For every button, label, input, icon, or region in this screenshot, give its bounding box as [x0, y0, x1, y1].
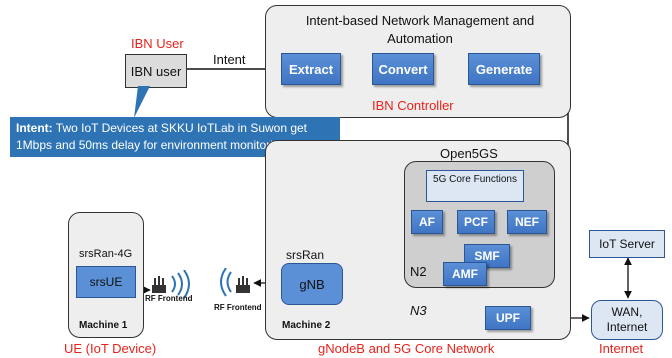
iot-server-box: IoT Server [589, 230, 665, 258]
machine1-title: srsRan-4G [79, 248, 133, 260]
core-functions-box: 5G Core Functions [426, 170, 524, 202]
intent-note-text: Two IoT Devices at SKKU IoTLab in Suwon … [16, 121, 308, 152]
ibn-user-box: IBN user [125, 54, 187, 88]
rf-frontend-right-label: RF Frontend [214, 303, 262, 312]
note-pointer [134, 86, 150, 118]
core-caption: gNodeB and 5G Core Network [318, 341, 495, 356]
convert-step: Convert [372, 53, 434, 85]
open5gs-title: Open5GS [440, 146, 498, 161]
nef-node: NEF [507, 210, 547, 234]
srsran-label: srsRan [286, 248, 325, 262]
srsue-node: srsUE [76, 266, 136, 298]
wan-node: WAN, Internet [591, 300, 663, 340]
extract-step: Extract [281, 53, 341, 85]
pcf-node: PCF [457, 210, 495, 234]
rf-frontend-left-label: RF Frontend [145, 294, 193, 303]
controller-title: Intent-based Network Management and Auto… [305, 13, 535, 46]
amf-node: AMF [443, 262, 487, 286]
ibn-user-title: IBN User [131, 36, 184, 51]
gnb-node: gNB [281, 263, 343, 305]
internet-caption: Internet [599, 341, 644, 356]
rf-frontend-right-icon [220, 268, 250, 297]
controller-caption: IBN Controller [372, 98, 454, 113]
ue-caption: UE (IoT Device) [64, 341, 157, 356]
machine1-caption: Machine 1 [79, 320, 128, 331]
intent-arrow-label: Intent [213, 52, 246, 67]
generate-step: Generate [468, 53, 540, 85]
intent-note-key: Intent: [16, 121, 53, 135]
af-node: AF [411, 210, 443, 234]
rf-frontend-left-icon [152, 270, 190, 299]
upf-node: UPF [485, 306, 531, 330]
n2-label: N2 [410, 264, 427, 279]
n3-label: N3 [410, 303, 427, 318]
machine2-caption: Machine 2 [282, 320, 331, 331]
